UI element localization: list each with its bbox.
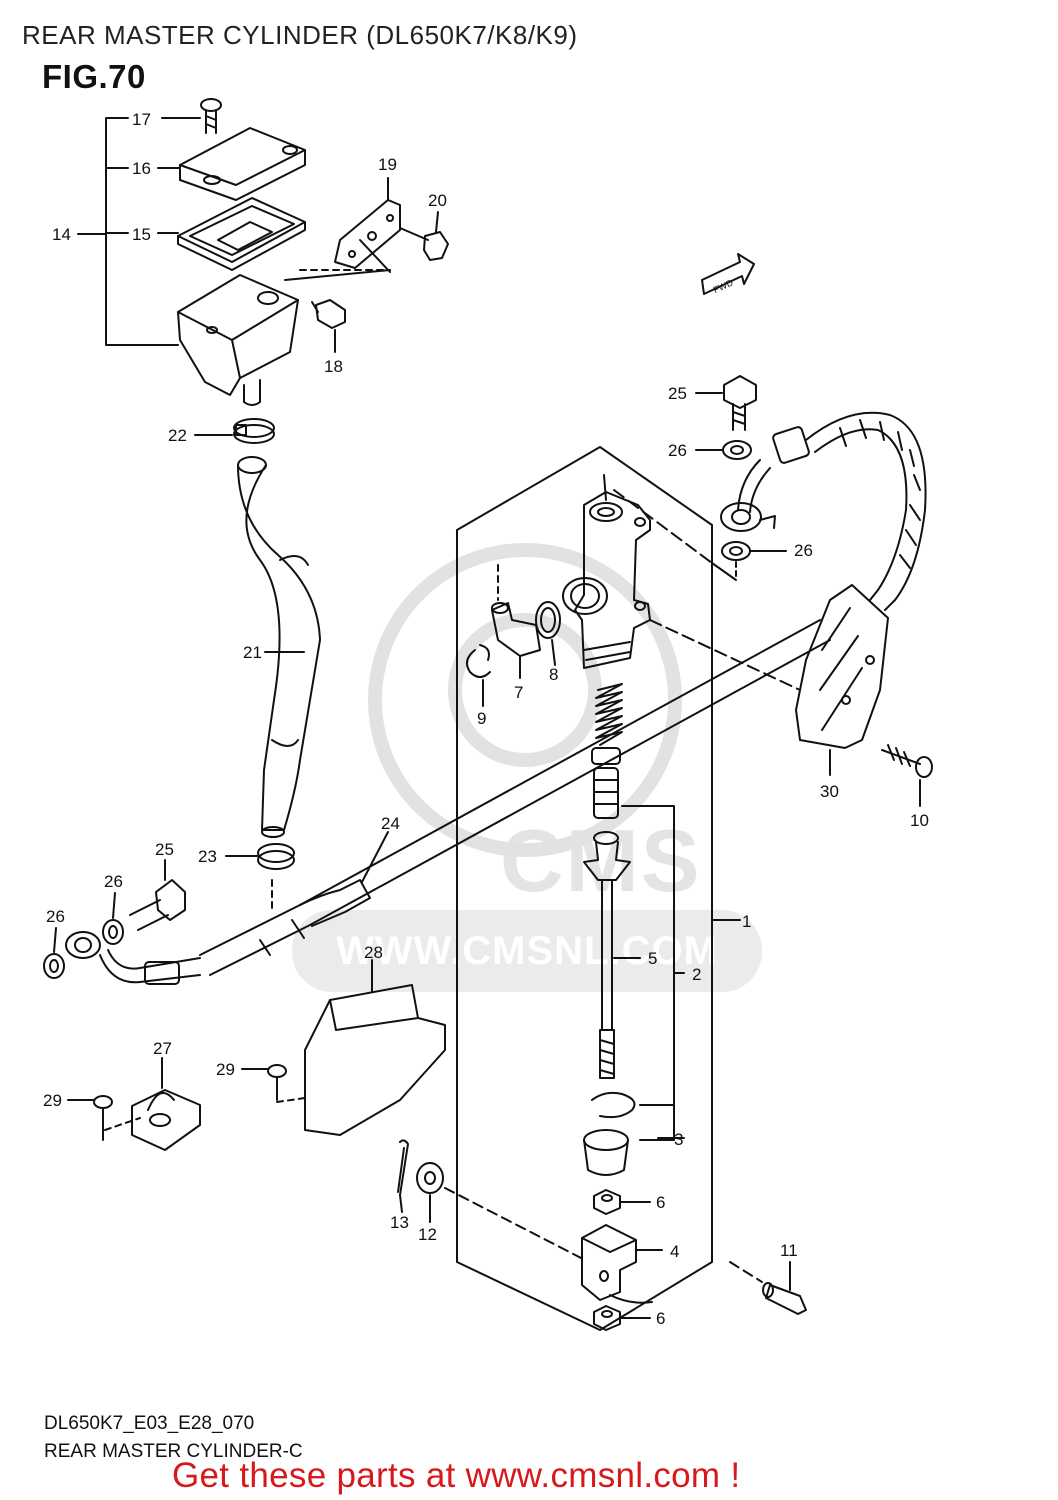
part-6-nut-upper bbox=[593, 1189, 651, 1215]
part-27-holder bbox=[104, 1057, 201, 1151]
page-title: REAR MASTER CYLINDER (DL650K7/K8/K9) bbox=[22, 20, 578, 50]
part-14-reservoir bbox=[177, 269, 391, 406]
part-right-brake-hose bbox=[720, 411, 927, 611]
callout-1: 1 bbox=[742, 912, 751, 931]
callout-30: 30 bbox=[820, 782, 839, 801]
callout-22: 22 bbox=[168, 426, 187, 445]
callout-6-lower: 6 bbox=[656, 1309, 665, 1328]
callout-25-left: 25 bbox=[155, 840, 174, 859]
callout-15: 15 bbox=[132, 225, 151, 244]
part-5-push-rod bbox=[583, 831, 641, 1079]
callout-13: 13 bbox=[390, 1213, 409, 1232]
callout-7: 7 bbox=[514, 683, 523, 702]
callout-25-right: 25 bbox=[668, 384, 687, 403]
callout-4: 4 bbox=[670, 1242, 679, 1261]
part-20-bolt bbox=[399, 211, 449, 261]
part-10-screw bbox=[881, 744, 933, 807]
callout-26-left-b: 26 bbox=[46, 907, 65, 926]
part-9-circlip bbox=[465, 644, 491, 707]
watermark-url: WWW.CMSNL.COM bbox=[292, 910, 762, 992]
part-15-diaphragm bbox=[157, 197, 306, 271]
part-11-pin bbox=[729, 1261, 807, 1315]
part-16-cap bbox=[157, 127, 306, 201]
callout-3: 3 bbox=[674, 1130, 683, 1149]
part-6-nut-lower bbox=[593, 1305, 651, 1331]
part-26-washer-left bbox=[43, 892, 124, 979]
part-23-clamp bbox=[225, 843, 295, 870]
part-4-clevis bbox=[581, 1224, 663, 1304]
part-3-boot bbox=[583, 1129, 629, 1176]
callout-11: 11 bbox=[780, 1241, 798, 1260]
part-18-bolt bbox=[311, 299, 346, 353]
part-21-hose bbox=[237, 456, 321, 838]
callout-10: 10 bbox=[910, 811, 929, 830]
part-7-fitting bbox=[491, 564, 541, 679]
part-26-washer-right bbox=[695, 440, 787, 581]
callout-12: 12 bbox=[418, 1225, 437, 1244]
part-17-screw bbox=[161, 98, 222, 134]
bracket-2-3 bbox=[621, 805, 675, 1141]
callout-28: 28 bbox=[364, 943, 383, 962]
callout-9: 9 bbox=[477, 709, 486, 728]
callout-5: 5 bbox=[648, 949, 657, 968]
callout-26-right-a: 26 bbox=[668, 441, 687, 460]
part-piston bbox=[591, 747, 621, 819]
callout-21: 21 bbox=[243, 643, 262, 662]
callout-26-left-a: 26 bbox=[104, 872, 123, 891]
part-22-clamp bbox=[194, 418, 275, 444]
part-8-o-ring bbox=[535, 601, 561, 666]
callout-27: 27 bbox=[153, 1039, 172, 1058]
callout-29-left: 29 bbox=[43, 1091, 62, 1110]
part-25-bolt-right bbox=[695, 375, 757, 431]
part-12-washer bbox=[416, 1162, 586, 1261]
part-24-brake-pipe bbox=[199, 619, 831, 976]
callout-23: 23 bbox=[198, 847, 217, 866]
part-19-bracket bbox=[334, 177, 401, 273]
assembly-frame bbox=[456, 446, 713, 1331]
callout-8: 8 bbox=[549, 665, 558, 684]
parts-link[interactable]: Get these parts at www.cmsnl.com ! bbox=[172, 1456, 741, 1495]
part-13-cotter-pin bbox=[397, 1139, 409, 1213]
callout-2: 2 bbox=[692, 965, 701, 984]
figure-label: FIG.70 bbox=[42, 58, 146, 95]
part-hose-union-left bbox=[65, 931, 201, 985]
callout-6-upper: 6 bbox=[656, 1193, 665, 1212]
fwd-arrow-icon bbox=[701, 253, 755, 295]
part-snap-ring bbox=[591, 1091, 636, 1119]
callout-26-right-b: 26 bbox=[794, 541, 813, 560]
callout-29-right: 29 bbox=[216, 1060, 235, 1079]
diagram-code: DL650K7_E03_E28_070 bbox=[44, 1413, 255, 1434]
part-28-guard bbox=[304, 959, 446, 1136]
callout-19: 19 bbox=[378, 155, 397, 174]
callout-17: 17 bbox=[132, 110, 151, 129]
callout-18: 18 bbox=[324, 357, 343, 376]
part-master-cylinder-body bbox=[562, 474, 801, 691]
callout-14: 14 bbox=[52, 225, 71, 244]
part-spring bbox=[595, 683, 623, 746]
bracket-14 bbox=[105, 117, 179, 346]
part-25-bolt-left bbox=[129, 859, 186, 931]
callout-16: 16 bbox=[132, 159, 151, 178]
part-29-screws bbox=[67, 1064, 306, 1141]
diagram-name: REAR MASTER CYLINDER-C bbox=[44, 1441, 303, 1462]
callout-20: 20 bbox=[428, 191, 447, 210]
part-30-heel-guard bbox=[795, 584, 889, 776]
callout-24: 24 bbox=[381, 814, 400, 833]
